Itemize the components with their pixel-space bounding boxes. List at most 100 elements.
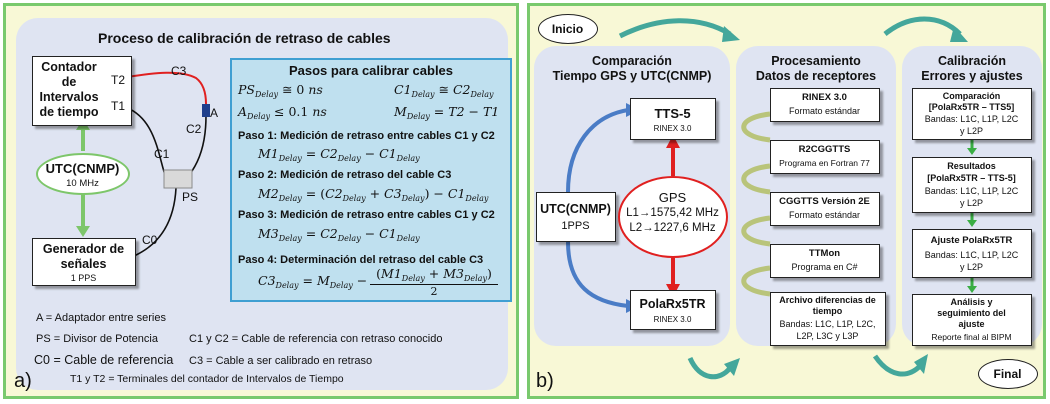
panel-a-label: a)	[14, 370, 32, 392]
calibration-box-title: ajuste	[958, 319, 985, 329]
calibration-box-title: Análisis y	[950, 297, 993, 307]
eq-ps-delay: PSDelay ≅ 0 ns	[238, 82, 323, 99]
eq-c1-c2-delay: C1Delay ≅ C2Delay	[394, 82, 494, 99]
generator-pps: 1 PPS	[70, 273, 97, 283]
tts5-format: RINEX 3.0	[653, 124, 692, 133]
col1-subtitle: Tiempo GPS y UTC(CNMP)	[552, 69, 712, 83]
process-box-title: CGGTTS Versión 2E	[779, 196, 870, 207]
calibration-box-bands: y L2P	[959, 126, 983, 136]
gps-l1-frequency: L1→1575,42 MHz	[626, 207, 719, 219]
step1-equation: M1Delay = C2Delay − C1Delay	[258, 146, 420, 163]
counter-label: Contador	[41, 60, 97, 74]
eq-a-delay: ADelay ≤ 0.1 ns	[238, 104, 327, 121]
step4-title: Paso 4: Determinación del retraso del ca…	[238, 254, 484, 266]
signal-generator-box: Generador de señales 1 PPS	[32, 238, 136, 286]
step3-equation: M3Delay = C2Delay − C1Delay	[258, 226, 420, 243]
panel-a: Proceso de calibración de retraso de cab…	[3, 3, 519, 399]
tts5-box: TTS-5 RINEX 3.0	[630, 98, 716, 140]
end-label: Final	[993, 367, 1022, 381]
counter-label: de tiempo	[39, 105, 99, 119]
process-box-title: RINEX 3.0	[802, 92, 847, 103]
end-oval: Final	[978, 359, 1038, 389]
legend-t1-t2: T1 y T2 = Terminales del contador de Int…	[70, 373, 344, 385]
utc-cnmp-label: UTC(CNMP)	[540, 202, 611, 216]
calibration-box-title: Ajuste PolaRx5TR	[930, 235, 1013, 246]
archive-title: tiempo	[812, 306, 843, 316]
process-box-title: TTMon	[808, 248, 841, 259]
process-box-ttmon: TTMon Programa en C#	[770, 244, 880, 278]
panel-a-title: Proceso de calibración de retraso de cab…	[98, 30, 391, 46]
archive-title: Archivo diferencias de	[779, 295, 876, 305]
steps-title: Pasos para calibrar cables	[288, 63, 454, 78]
panel-b: Inicio Final Comparación Tiempo GPS y UT…	[527, 3, 1046, 399]
polarx5tr-box: PolaRx5TR RINEX 3.0	[630, 290, 716, 330]
archive-bands: L2P, L3C y L3P	[796, 331, 859, 341]
legend-ps: PS = Divisor de Potencia	[36, 333, 158, 345]
col3-title: Calibración	[937, 54, 1007, 68]
col3-subtitle: Errores y ajustes	[921, 69, 1023, 83]
gps-l2-frequency: L2→1227,6 MHz	[629, 222, 716, 234]
calibration-box-title: [PolaRx5TR – TTS-5]	[927, 173, 1016, 183]
calibration-box-title: Comparación	[942, 91, 1001, 101]
process-box-subtitle: Formato estándar	[788, 106, 861, 116]
step1-title: Paso 1: Medición de retraso entre cables…	[238, 130, 495, 142]
legend-c0: C0 = Cable de referencia	[34, 353, 174, 367]
process-box-cggtts: CGGTTS Versión 2E Formato estándar	[770, 192, 880, 226]
start-label: Inicio	[551, 22, 584, 36]
polarx5tr-format: RINEX 3.0	[653, 315, 692, 324]
process-box-rinex: RINEX 3.0 Formato estándar	[770, 88, 880, 122]
process-box-archive: Archivo diferencias de tiempo Bandas: L1…	[770, 292, 886, 346]
legend-c1-c2: C1 y C2 = Cable de referencia con retras…	[189, 333, 443, 345]
calibration-box-title: seguimiento del	[937, 308, 1006, 318]
calibration-box-bands: y L2P	[959, 262, 983, 272]
cable-c1-label: C1	[154, 147, 170, 161]
process-box-title: R2CGGTTS	[798, 144, 851, 155]
gps-oval: GPS L1→1575,42 MHz L2→1227,6 MHz	[618, 176, 728, 258]
power-divider-icon	[163, 169, 193, 189]
step2-title: Paso 2: Medición de retraso del cable C3	[238, 169, 452, 181]
utc-label: UTC(CNMP)	[45, 161, 120, 176]
polarx5tr-label: PolaRx5TR	[639, 297, 706, 311]
eq-m-delay: MDelay = T2 − T1	[394, 104, 500, 121]
generator-label: señales	[60, 257, 107, 271]
utc-pps: 1PPS	[561, 220, 590, 232]
counter-label: de	[61, 75, 77, 89]
col2-title: Procesamiento	[771, 54, 861, 68]
process-box-subtitle: Programa en C#	[791, 262, 858, 272]
step4-fraction: (M1Delay + M3Delay) 2	[370, 266, 498, 298]
utc-reference-oval: UTC(CNMP) 10 MHz	[36, 153, 130, 195]
power-divider-label: PS	[182, 190, 199, 204]
calibration-box-bands: Bandas: L1C, L1P, L2C	[924, 186, 1019, 196]
terminal-t2-label: T2	[111, 73, 126, 87]
gps-label: GPS	[658, 190, 687, 205]
terminal-t1-label: T1	[111, 99, 126, 113]
calibration-steps-box: Pasos para calibrar cables PSDelay ≅ 0 n…	[230, 58, 512, 302]
calibration-box-title: [PolaRx5TR – TTS5]	[928, 102, 1015, 112]
calibration-box-analysis: Análisis y seguimiento del ajuste Report…	[912, 294, 1032, 346]
step2-equation: M2Delay = (C2Delay + C3Delay) − C1Delay	[258, 186, 489, 203]
col2-subtitle: Datos de receptores	[755, 69, 877, 83]
legend-a: A = Adaptador entre series	[36, 312, 166, 324]
archive-bands: Bandas: L1C, L1P, L2C,	[779, 319, 876, 329]
col1-title: Comparación	[592, 54, 672, 68]
calibration-box-report: Reporte final al BIPM	[931, 332, 1012, 342]
adapter-icon	[202, 104, 210, 117]
cable-c0-label: C0	[142, 233, 158, 247]
process-box-r2cggtts: R2CGGTTS Programa en Fortran 77	[770, 140, 880, 174]
counter-label: Intervalos	[39, 90, 99, 104]
utc-frequency: 10 MHz	[66, 178, 99, 189]
utc-cnmp-box: UTC(CNMP) 1PPS	[536, 192, 616, 242]
process-box-subtitle: Formato estándar	[788, 210, 861, 220]
calibration-box-bands: Bandas: L1C, L1P, L2C	[924, 250, 1019, 260]
calibration-box-bands: Bandas: L1C, L1P, L2C	[924, 114, 1019, 124]
cable-c2-label: C2	[186, 122, 202, 136]
calibration-box-adjustment: Ajuste PolaRx5TR Bandas: L1C, L1P, L2C y…	[912, 229, 1032, 278]
generator-label: Generador de	[42, 242, 125, 256]
step4-equation: C3Delay = MDelay −	[258, 273, 368, 290]
calibration-box-bands: y L2P	[959, 198, 983, 208]
adapter-label: A	[210, 106, 219, 120]
calibration-box-comparison: Comparación [PolaRx5TR – TTS5] Bandas: L…	[912, 88, 1032, 140]
tts5-label: TTS-5	[654, 106, 691, 121]
legend-c3: C3 = Cable a ser calibrado en retraso	[189, 355, 373, 367]
counter-box: Contador de Intervalos de tiempo T2 T1	[32, 56, 132, 126]
